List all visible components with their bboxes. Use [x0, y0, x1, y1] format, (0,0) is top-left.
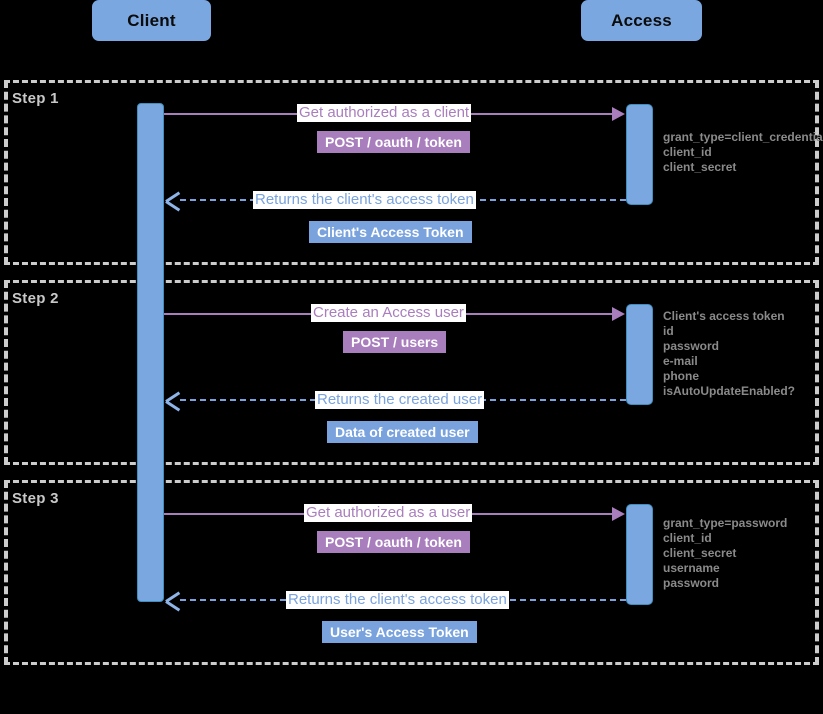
step-label-2: Step 2 — [12, 290, 59, 307]
note-line: password — [663, 339, 720, 353]
note-line: isAutoUpdateEnabled? — [663, 384, 796, 398]
request-label-3: Get authorized as a user — [304, 504, 473, 522]
step-frame-1 — [4, 80, 819, 265]
participant-client[interactable]: Client — [92, 0, 211, 41]
response-label-2: Returns the created user — [315, 391, 485, 409]
response-badge-2: Data of created user — [327, 421, 478, 443]
note-line: password — [663, 576, 720, 590]
request-label-2: Create an Access user — [311, 304, 466, 322]
request-arrowhead-3 — [612, 507, 625, 521]
note-step-2: Client's access token id password e-mail… — [663, 309, 795, 399]
step-frame-3 — [4, 480, 819, 665]
request-arrowhead-1 — [612, 107, 625, 121]
request-arrowhead-2 — [612, 307, 625, 321]
request-badge-3: POST / oauth / token — [317, 531, 470, 553]
request-badge-1: POST / oauth / token — [317, 131, 470, 153]
request-label-1: Get authorized as a client — [297, 104, 472, 122]
note-line: client_secret — [663, 546, 737, 560]
response-arrowhead-3 — [166, 592, 180, 608]
participant-client-label: Client — [127, 10, 176, 30]
response-badge-3: User's Access Token — [322, 621, 477, 643]
response-badge-1: Client's Access Token — [309, 221, 472, 243]
response-arrowhead-1 — [166, 192, 180, 208]
response-label-3: Returns the client's access token — [286, 591, 509, 609]
note-line: grant_type=client_credentials — [663, 130, 823, 144]
note-line: username — [663, 561, 720, 575]
note-line: phone — [663, 369, 699, 383]
request-badge-2: POST / users — [343, 331, 447, 353]
activation-bar-access-2 — [626, 304, 653, 405]
activation-bar-access-1 — [626, 104, 653, 205]
step-label-1: Step 1 — [12, 90, 59, 107]
step-label-3: Step 3 — [12, 490, 59, 507]
participant-access[interactable]: Access — [581, 0, 702, 41]
activation-bar-access-3 — [626, 504, 653, 605]
step-frame-2 — [4, 280, 819, 465]
activation-bar-client — [137, 103, 164, 602]
note-line: Client's access token — [663, 309, 785, 323]
note-line: client_id — [663, 145, 712, 159]
response-arrowhead-2 — [166, 392, 180, 408]
note-step-1: grant_type=client_credentials client_id … — [663, 130, 823, 175]
note-line: client_secret — [663, 160, 737, 174]
participant-access-label: Access — [611, 10, 672, 30]
note-line: client_id — [663, 531, 712, 545]
note-line: id — [663, 324, 674, 338]
note-line: grant_type=password — [663, 516, 788, 530]
note-line: e-mail — [663, 354, 698, 368]
note-step-3: grant_type=password client_id client_sec… — [663, 516, 787, 591]
response-label-1: Returns the client's access token — [253, 191, 476, 209]
